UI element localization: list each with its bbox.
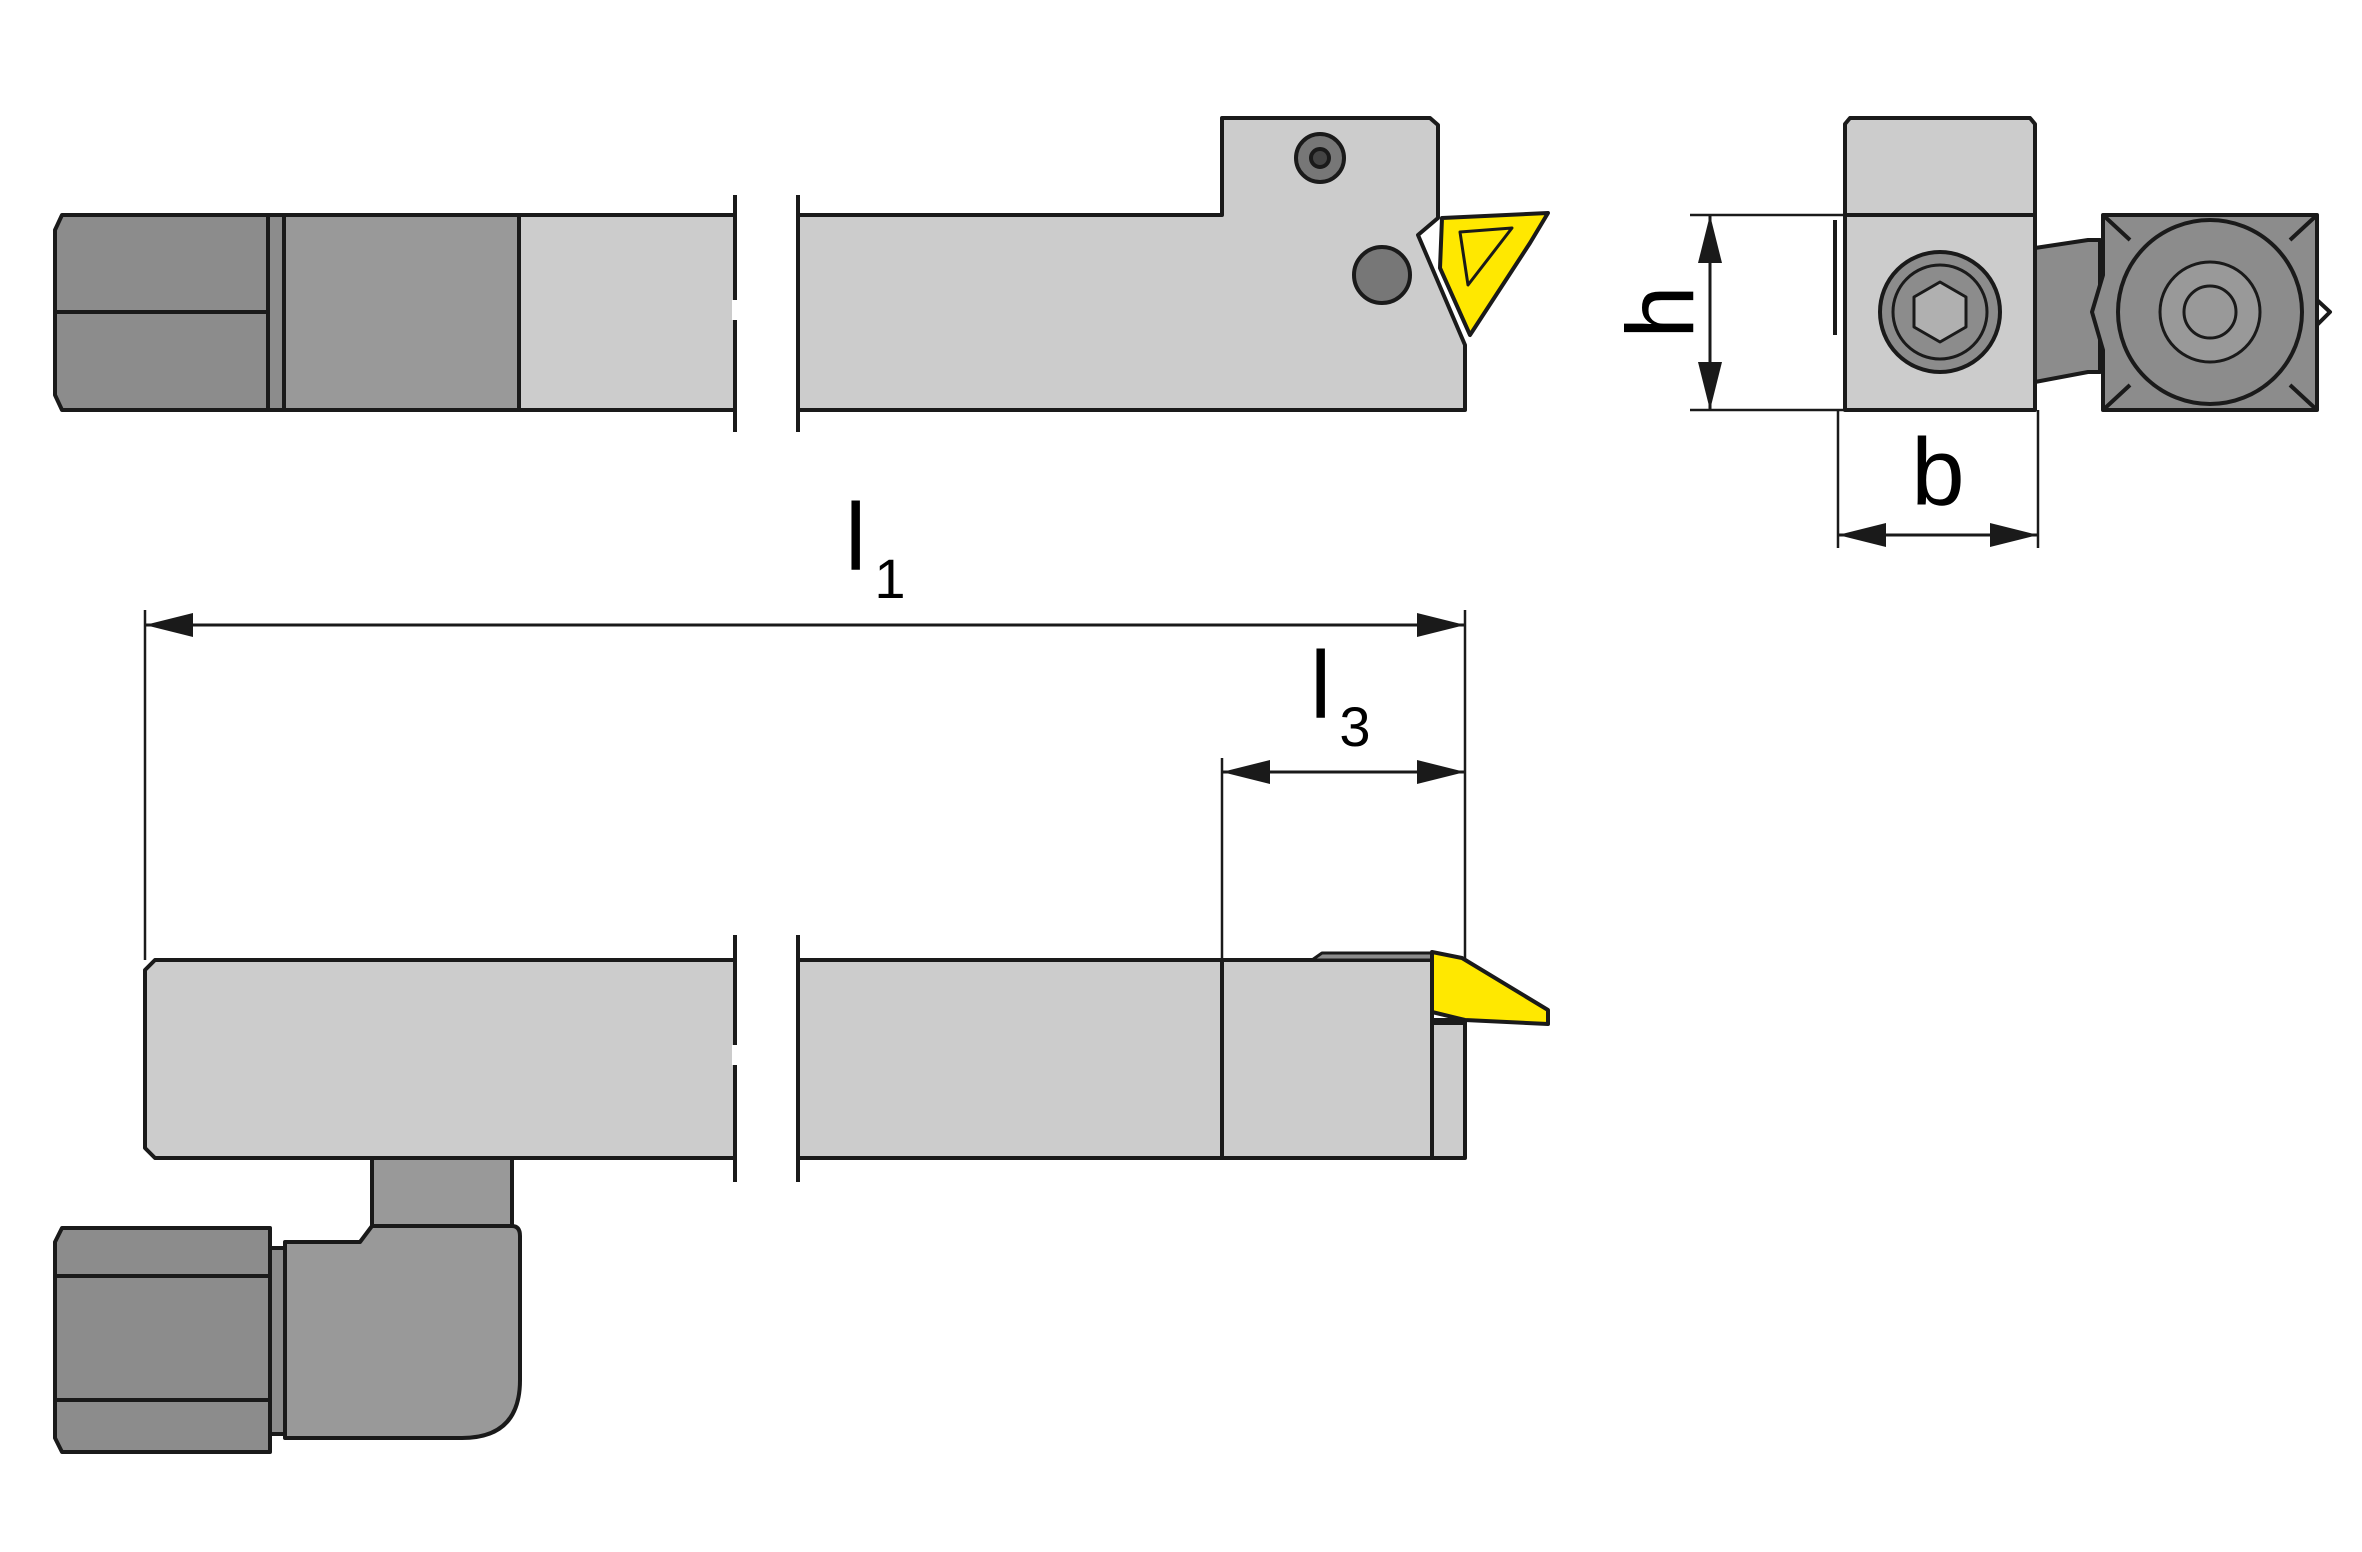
dimension-b	[1836, 410, 2040, 548]
dimension-l1-letter: l	[845, 484, 866, 591]
front-pipe-stem	[370, 1156, 514, 1228]
front-shank-right	[796, 958, 1224, 1160]
top-cutting-insert-icon	[1438, 211, 1550, 337]
front-shank-left	[143, 958, 737, 1160]
front-elbow-fitting	[283, 1224, 522, 1440]
top-insert-chipbreaker	[1458, 226, 1514, 287]
end-view	[1833, 116, 2332, 412]
front-break-marks	[732, 935, 800, 1182]
dimension-l1	[143, 610, 1467, 960]
top-shank-left	[517, 213, 737, 412]
front-view	[53, 935, 1550, 1454]
front-clamp-plate	[1310, 951, 1434, 962]
top-clamp-screw-socket	[1309, 147, 1331, 169]
front-head-tip	[1430, 1018, 1467, 1160]
top-coupling	[266, 213, 286, 412]
dimension-h-label: h	[1607, 285, 1714, 338]
dimension-l1-subscript: 1	[874, 547, 905, 610]
top-break-marks	[732, 195, 800, 432]
dimension-l3-letter: l	[1310, 632, 1331, 739]
end-clamp-block	[1843, 116, 2037, 217]
front-head	[1220, 958, 1434, 1160]
front-elbow-collar	[268, 1246, 287, 1436]
end-screw-hex-socket-icon	[1912, 280, 1968, 344]
top-coupling-body	[282, 213, 521, 412]
dimension-l3	[1220, 758, 1465, 960]
end-pipe	[2033, 238, 2102, 384]
end-nut-bore-icon	[2182, 284, 2238, 340]
top-lock-screw-icon	[1352, 245, 1412, 305]
top-view	[53, 116, 1550, 432]
end-hex-nut-corners	[2101, 213, 2332, 412]
front-cutting-insert-icon	[1430, 950, 1550, 1026]
dimension-b-label: b	[1911, 419, 1964, 526]
front-hex-nut-icon	[53, 1226, 272, 1454]
dimension-l3-subscript: 3	[1339, 695, 1370, 758]
dimension-h	[1690, 213, 1845, 412]
top-shank-head	[796, 116, 1467, 412]
